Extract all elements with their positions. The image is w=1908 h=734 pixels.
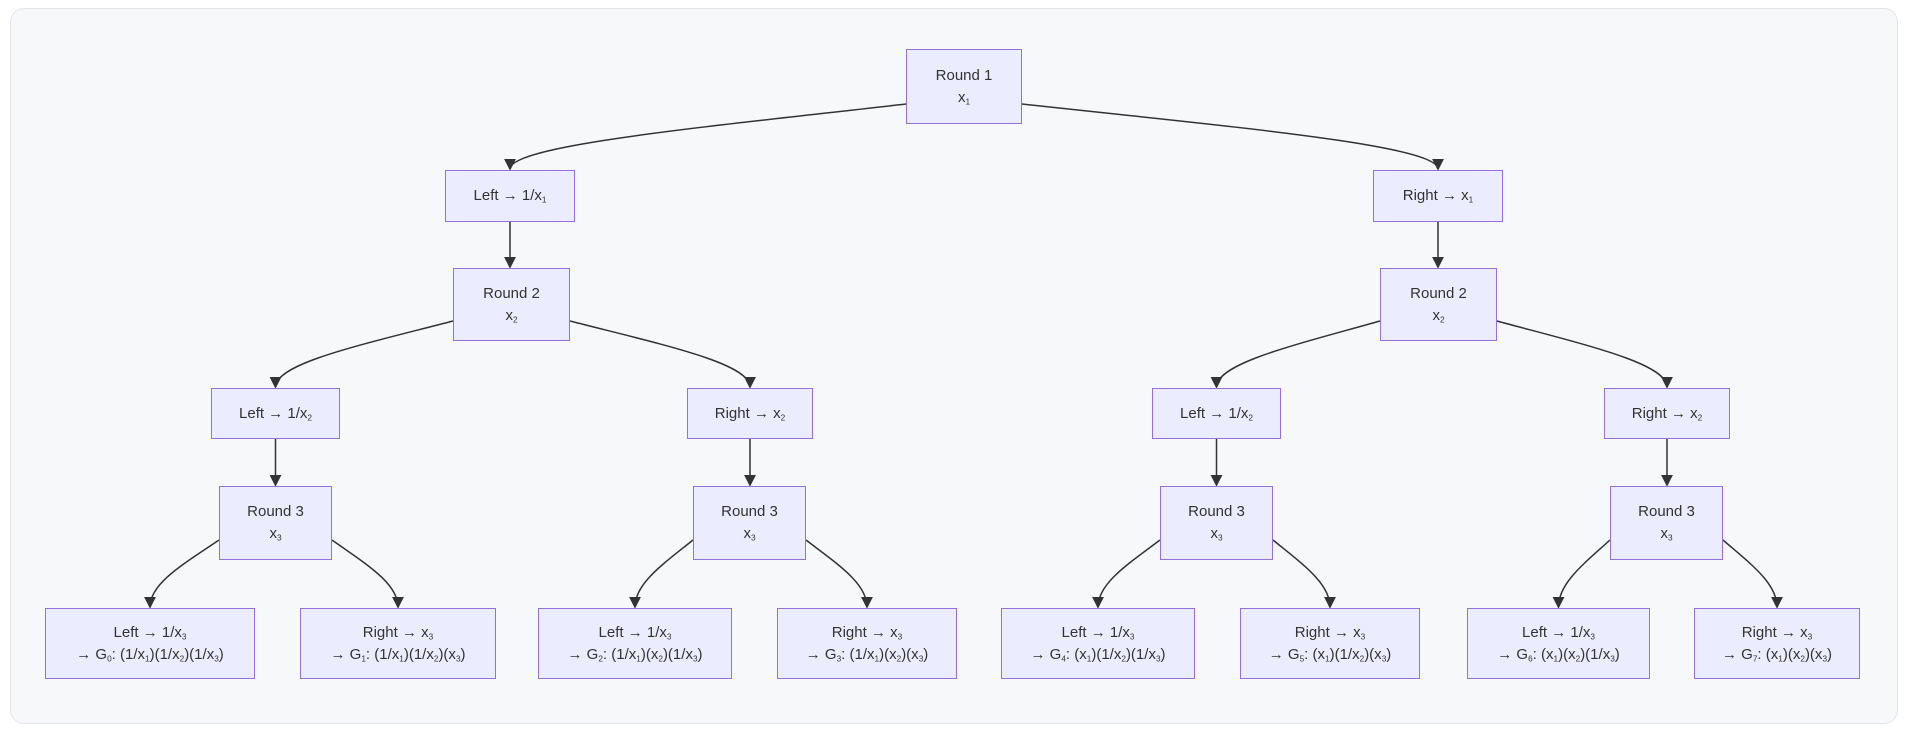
- node-label: → G1: (1/x1)(1/x2)(x3): [330, 645, 466, 663]
- node-g3: Right → x3 → G3: (1/x1)(x2)(x3): [777, 608, 957, 679]
- node-label: x2: [505, 306, 518, 324]
- node-label: → G5: (x1)(1/x2)(x3): [1268, 645, 1392, 663]
- node-label: Right → x2: [714, 404, 786, 422]
- node-label: Right → x3: [831, 623, 903, 641]
- node-round2L: Round 2 x2: [453, 268, 570, 341]
- node-label: Round 1: [935, 66, 993, 84]
- node-label: → G4: (x1)(1/x2)(1/x3): [1030, 645, 1166, 663]
- node-label: x3: [269, 525, 282, 543]
- node-left1: Left → 1/x1: [445, 170, 575, 222]
- node-label: Left → 1/x2: [239, 404, 312, 422]
- node-label: Left → 1/x3: [1061, 623, 1135, 641]
- node-label: Right → x1: [1402, 187, 1474, 205]
- node-label: Round 3: [247, 503, 304, 520]
- node-g6: Left → 1/x3 → G6: (x1)(x2)(1/x3): [1467, 608, 1650, 679]
- node-label: Right → x3: [1294, 623, 1366, 641]
- node-label: Round 2: [483, 284, 540, 302]
- node-label: Right → x3: [1741, 623, 1813, 641]
- node-label: → G6: (x1)(x2)(1/x3): [1497, 645, 1620, 663]
- node-label: Left → 1/x1: [473, 187, 547, 205]
- node-label: x3: [743, 525, 756, 543]
- node-label: Left → 1/x3: [1522, 623, 1595, 641]
- node-g1: Right → x3 → G1: (1/x1)(1/x2)(x3): [300, 608, 496, 679]
- node-round2R: Round 2 x2: [1380, 268, 1497, 341]
- node-label: Round 2: [1410, 284, 1467, 302]
- node-label: Left → 1/x3: [598, 623, 672, 641]
- node-round3RL: Round 3 x3: [1160, 486, 1273, 560]
- node-label: x3: [1210, 525, 1223, 543]
- node-g5: Right → x3 → G5: (x1)(1/x2)(x3): [1240, 608, 1420, 679]
- node-label: → G7: (x1)(x2)(x3): [1721, 645, 1833, 663]
- node-right2L: Right → x2: [687, 388, 813, 439]
- node-g0: Left → 1/x3 → G0: (1/x1)(1/x2)(1/x3): [45, 608, 255, 679]
- node-round3LR: Round 3 x3: [693, 486, 806, 560]
- node-right2R: Right → x2: [1604, 388, 1730, 439]
- node-label: Left → 1/x2: [1180, 404, 1253, 422]
- node-label: → G3: (1/x1)(x2)(x3): [805, 645, 929, 663]
- node-right1: Right → x1: [1373, 170, 1503, 222]
- node-label: x2: [1432, 306, 1445, 324]
- node-label: → G2: (1/x1)(x2)(1/x3): [567, 645, 703, 663]
- node-label: Round 3: [721, 503, 778, 520]
- node-g4: Left → 1/x3 → G4: (x1)(1/x2)(1/x3): [1001, 608, 1195, 679]
- node-g7: Right → x3 → G7: (x1)(x2)(x3): [1694, 608, 1860, 679]
- node-label: Left → 1/x3: [113, 623, 187, 641]
- node-left2L: Left → 1/x2: [211, 388, 340, 439]
- node-label: Right → x2: [1631, 404, 1703, 422]
- node-round1: Round 1 x1: [906, 49, 1022, 124]
- node-left2R: Left → 1/x2: [1152, 388, 1281, 439]
- node-label: x3: [1660, 525, 1673, 543]
- node-label: Right → x3: [362, 623, 434, 641]
- node-label: → G0: (1/x1)(1/x2)(1/x3): [76, 645, 224, 663]
- node-round3RR: Round 3 x3: [1610, 486, 1723, 560]
- node-label: Round 3: [1188, 503, 1245, 520]
- node-label: x1: [957, 88, 971, 106]
- node-round3LL: Round 3 x3: [219, 486, 332, 560]
- node-label: Round 3: [1638, 503, 1695, 520]
- node-g2: Left → 1/x3 → G2: (1/x1)(x2)(1/x3): [538, 608, 732, 679]
